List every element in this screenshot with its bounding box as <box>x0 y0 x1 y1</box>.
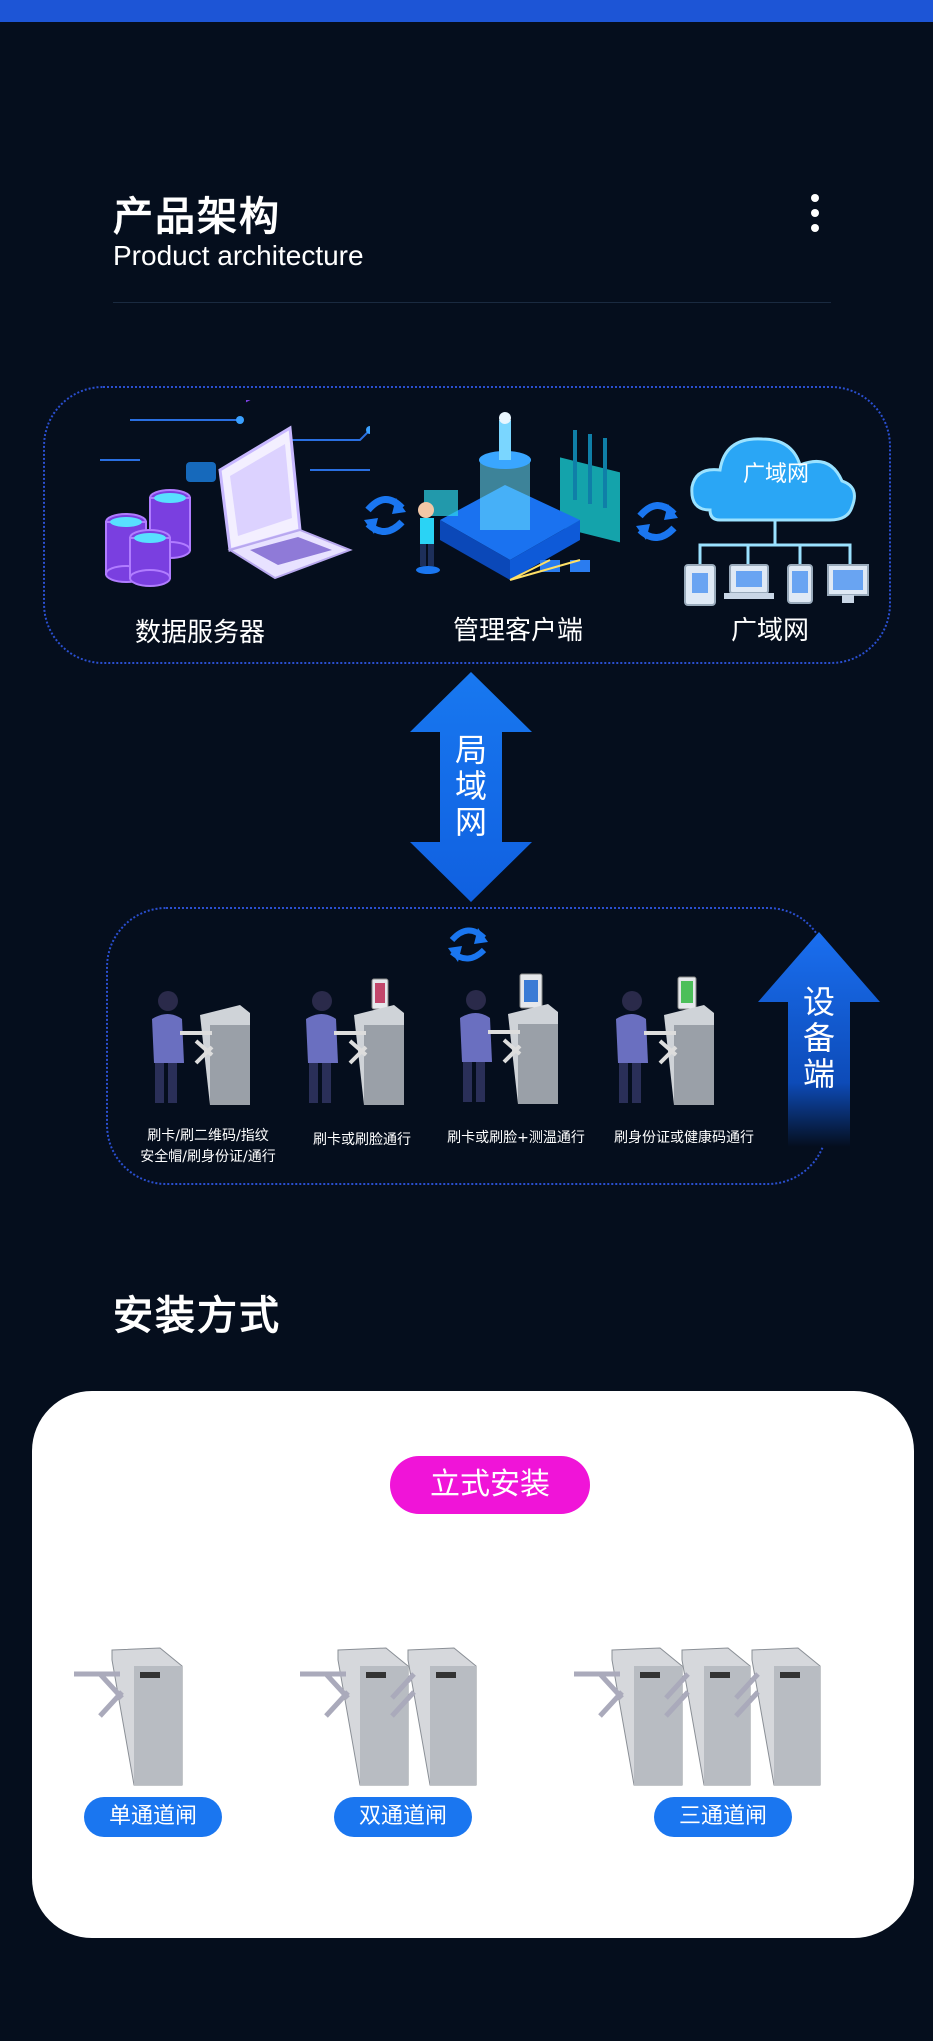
top-bar <box>0 0 933 22</box>
device-label-4: 刷身份证或健康码通行 <box>614 1130 754 1146</box>
device-end-label: 设备端 <box>802 983 835 1093</box>
lan-label: 局域网 <box>454 731 487 841</box>
header-divider <box>113 302 831 303</box>
lan-double-arrow-icon <box>410 672 532 902</box>
cloud-label: 广域网 <box>742 462 809 487</box>
sync-arrows-icon <box>364 496 406 535</box>
node-label-management-client: 管理客户端 <box>452 616 583 646</box>
node-label-wan: 广域网 <box>730 616 809 646</box>
node-label-data-server: 数据服务器 <box>134 618 265 648</box>
triple-gate-label[interactable]: 三通道闸 <box>654 1797 792 1837</box>
triple-gate-icon <box>574 1647 821 1786</box>
sync-arrows-icon <box>448 927 488 962</box>
double-gate-label[interactable]: 双通道闸 <box>334 1797 472 1837</box>
turnstile-face-icon <box>306 978 404 1105</box>
page-title: 产品架构 <box>113 194 281 240</box>
page-subtitle: Product architecture <box>113 240 364 271</box>
device-label-1: 刷卡/刷二维码/指纹 安全帽/刷身份证/通行 <box>140 1128 276 1165</box>
cloud-network-icon <box>684 437 869 606</box>
single-gate-icon <box>74 1647 183 1786</box>
install-mode-badge: 立式安装 <box>390 1456 590 1514</box>
install-section-title: 安装方式 <box>113 1293 281 1339</box>
turnstile-health-code-icon <box>616 976 714 1105</box>
management-platform-icon <box>416 412 620 581</box>
device-end-arrow-icon <box>758 932 880 1147</box>
kebab-menu-icon[interactable] <box>806 194 824 240</box>
device-label-3: 刷卡或刷脸+测温通行 <box>447 1130 585 1146</box>
double-gate-icon <box>300 1647 477 1786</box>
sync-arrows-icon <box>636 502 678 541</box>
single-gate-label[interactable]: 单通道闸 <box>84 1797 222 1837</box>
turnstile-card-icon <box>152 991 250 1105</box>
turnstile-temperature-icon <box>460 973 558 1104</box>
device-label-2: 刷卡或刷脸通行 <box>313 1132 411 1148</box>
server-laptop-icon <box>100 400 370 587</box>
server-network-frame <box>43 386 891 664</box>
